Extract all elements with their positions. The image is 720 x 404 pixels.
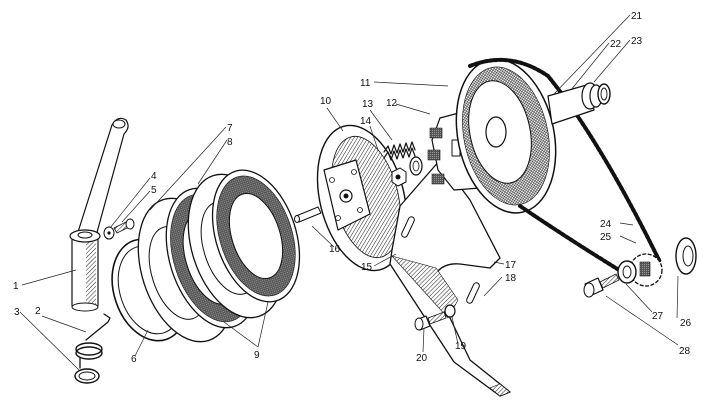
part-friction-disc-rear bbox=[211, 169, 301, 303]
leader-18 bbox=[483, 276, 503, 297]
leader-11 bbox=[373, 81, 449, 87]
part-bolt-28 bbox=[583, 273, 620, 298]
leader-25 bbox=[619, 235, 637, 244]
leader-26 bbox=[676, 275, 679, 319]
callout-6: 6 bbox=[131, 354, 137, 365]
callout-14: 14 bbox=[360, 116, 372, 127]
leader-19 bbox=[451, 316, 459, 345]
callout-3: 3 bbox=[14, 307, 20, 318]
callout-15: 15 bbox=[361, 262, 373, 273]
callout-17: 17 bbox=[505, 260, 517, 271]
part-washer-23 bbox=[597, 83, 611, 105]
part-nut-14 bbox=[391, 167, 407, 187]
callout-25: 25 bbox=[600, 232, 612, 243]
callout-10: 10 bbox=[320, 96, 332, 107]
callout-1: 1 bbox=[13, 281, 19, 292]
leader-17 bbox=[493, 261, 505, 265]
callout-8: 8 bbox=[227, 137, 233, 148]
leader-3 bbox=[19, 311, 80, 371]
leader-7 bbox=[149, 126, 227, 211]
part-shaft-21 bbox=[547, 82, 599, 125]
part-washer-3 bbox=[74, 368, 100, 384]
leader-22 bbox=[570, 42, 610, 91]
part-torsion-spring bbox=[75, 313, 111, 369]
callout-16: 16 bbox=[329, 244, 341, 255]
part-pressure-disc-10 bbox=[316, 124, 408, 272]
callout-12: 12 bbox=[386, 98, 398, 109]
callout-27: 27 bbox=[652, 311, 664, 322]
leader-15 bbox=[373, 253, 397, 267]
part-bracket-17-18 bbox=[389, 159, 511, 397]
callout-4: 4 bbox=[151, 171, 157, 182]
part-clutch-housing-11 bbox=[455, 58, 557, 214]
part-springs-13 bbox=[383, 141, 416, 161]
callout-labels: 1 2 3 4 5 6 7 8 9 10 11 12 13 14 15 16 1… bbox=[13, 11, 692, 365]
callout-24: 24 bbox=[600, 219, 612, 230]
leader-5 bbox=[121, 190, 151, 223]
leader-1 bbox=[21, 269, 77, 286]
leader-21 bbox=[553, 14, 631, 95]
callout-7: 7 bbox=[227, 123, 233, 134]
part-bolt-20 bbox=[414, 311, 447, 331]
part-pin-16 bbox=[294, 206, 322, 223]
part-washer-19 bbox=[444, 304, 456, 318]
leader-9a bbox=[223, 321, 259, 348]
callout-28: 28 bbox=[679, 346, 691, 357]
leader-13 bbox=[369, 109, 393, 141]
leader-14 bbox=[369, 125, 379, 151]
callout-23: 23 bbox=[631, 36, 643, 47]
leader-2 bbox=[41, 315, 87, 333]
callout-22: 22 bbox=[610, 39, 622, 50]
leader-6 bbox=[134, 329, 149, 357]
leader-16 bbox=[311, 225, 335, 248]
callout-19: 19 bbox=[455, 341, 467, 352]
leader-10 bbox=[326, 107, 344, 132]
part-lever-shaft bbox=[69, 117, 129, 312]
callout-9: 9 bbox=[254, 350, 260, 361]
part-washer-27 bbox=[617, 260, 637, 284]
leader-28 bbox=[605, 295, 679, 346]
leader-12 bbox=[395, 103, 431, 115]
callout-18: 18 bbox=[505, 273, 517, 284]
callout-13: 13 bbox=[362, 99, 374, 110]
callout-20: 20 bbox=[416, 353, 428, 364]
leader-23 bbox=[593, 39, 631, 83]
leader-9b bbox=[257, 301, 269, 348]
part-washer-screw-4-5 bbox=[103, 218, 135, 240]
callout-21: 21 bbox=[631, 11, 643, 22]
leader-lines bbox=[19, 14, 679, 371]
callout-5: 5 bbox=[151, 185, 157, 196]
washer-3-hole bbox=[78, 371, 96, 381]
leader-8 bbox=[197, 139, 228, 185]
leader-4 bbox=[109, 177, 151, 229]
leader-24 bbox=[619, 222, 634, 226]
callout-26: 26 bbox=[680, 318, 692, 329]
part-spacer-26 bbox=[675, 237, 697, 275]
callout-11: 11 bbox=[360, 78, 371, 89]
leader-27 bbox=[625, 283, 653, 313]
part-washer-15 bbox=[409, 156, 423, 176]
leader-20 bbox=[422, 327, 425, 353]
callout-2: 2 bbox=[35, 306, 41, 317]
